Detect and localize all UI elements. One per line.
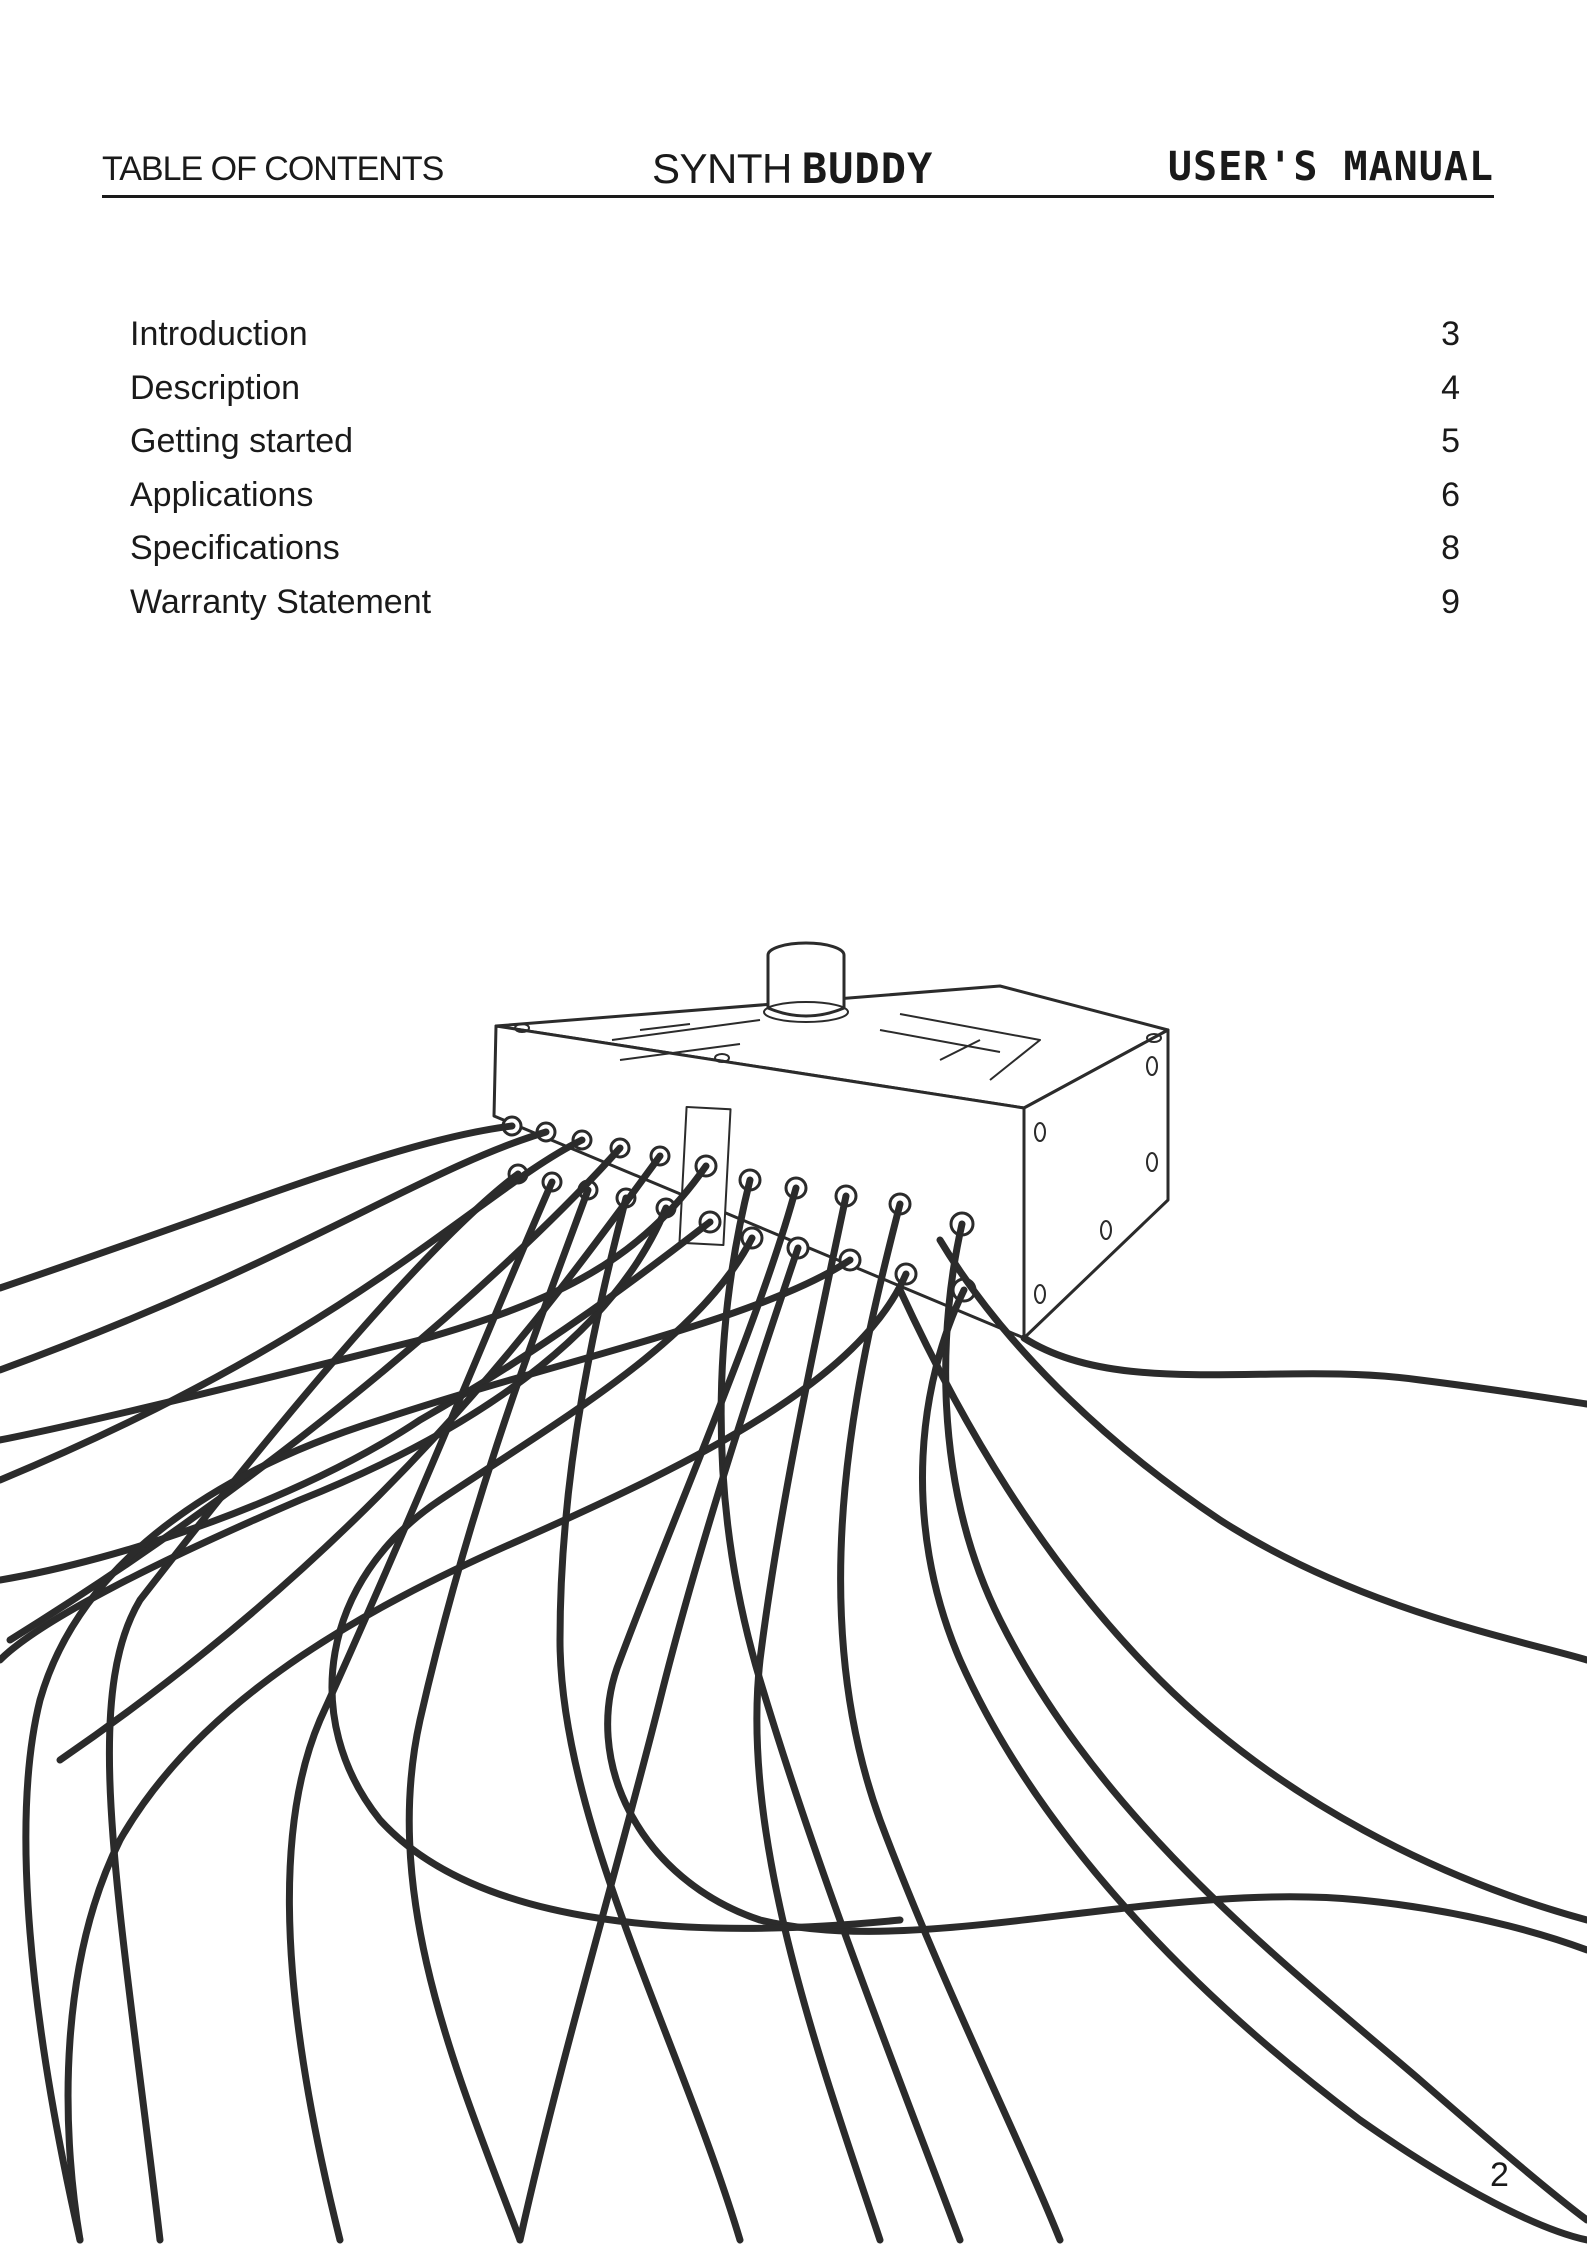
toc-entry-page: 4 [1400, 362, 1460, 416]
patch-cables [0, 1126, 1587, 2240]
toc-entry[interactable]: Getting started 5 [130, 415, 1460, 469]
toc-entry-page: 9 [1400, 576, 1460, 630]
document-type: USER'S MANUAL [1168, 144, 1494, 190]
page-number: 2 [1490, 2156, 1509, 2195]
toc-entry-title: Description [130, 362, 300, 416]
toc-entry-title: Specifications [130, 522, 340, 576]
header-divider [102, 195, 1494, 198]
toc-entry[interactable]: Description 4 [130, 362, 1460, 416]
toc-entry-title: Introduction [130, 308, 308, 362]
toc-entry-page: 8 [1400, 522, 1460, 576]
table-of-contents: Introduction 3 Description 4 Getting sta… [130, 308, 1460, 629]
toc-entry-title: Applications [130, 469, 313, 523]
toc-entry-title: Getting started [130, 415, 353, 469]
toc-entry-page: 6 [1400, 469, 1460, 523]
product-name-light: SYNTH [652, 145, 792, 192]
toc-entry[interactable]: Specifications 8 [130, 522, 1460, 576]
toc-entry-page: 3 [1400, 308, 1460, 362]
section-title: TABLE OF CONTENTS [102, 150, 443, 189]
toc-entry-title: Warranty Statement [130, 576, 431, 630]
toc-entry[interactable]: Applications 6 [130, 469, 1460, 523]
synth-buddy-illustration [0, 900, 1587, 2245]
toc-entry[interactable]: Introduction 3 [130, 308, 1460, 362]
product-name-bold: BUDDY [802, 144, 933, 193]
toc-entry-page: 5 [1400, 415, 1460, 469]
toc-entry[interactable]: Warranty Statement 9 [130, 576, 1460, 630]
